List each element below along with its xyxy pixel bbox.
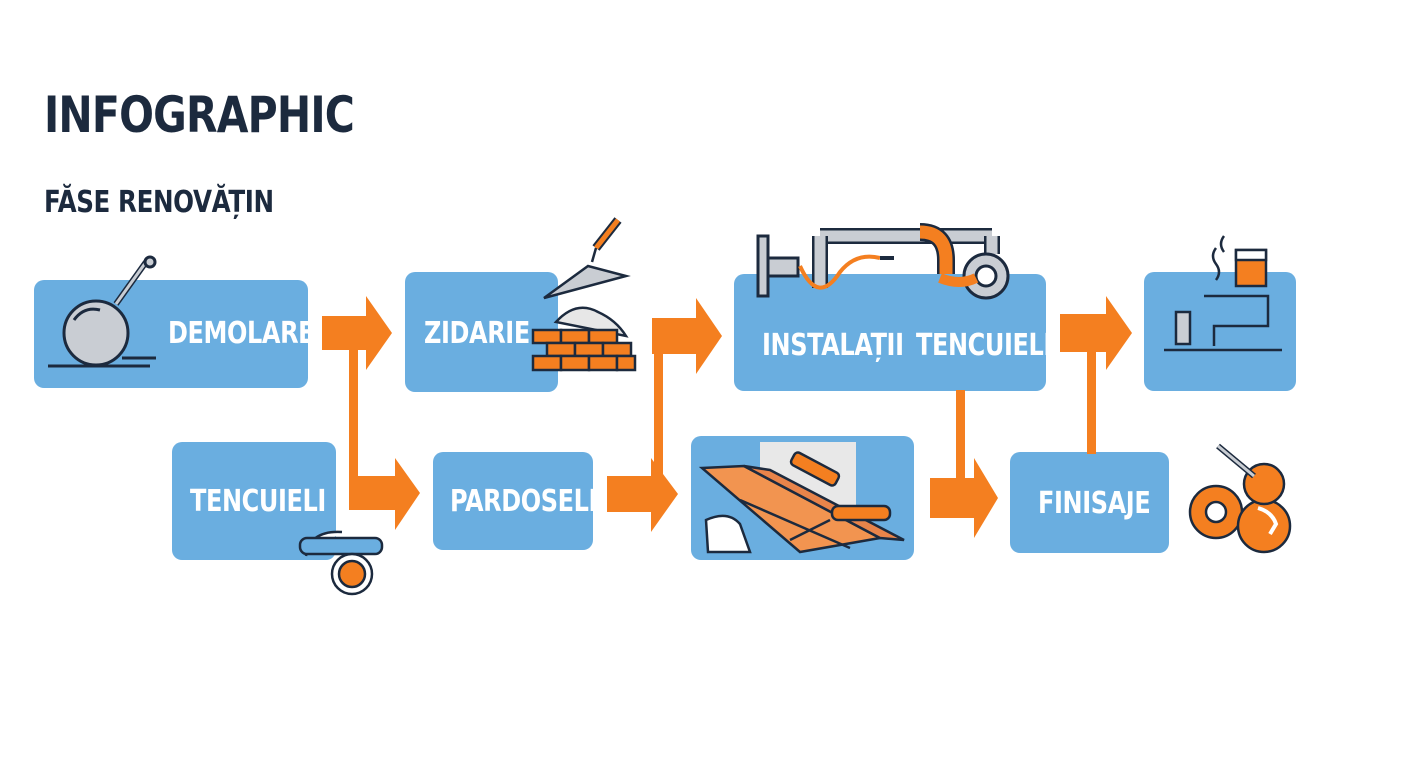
- stage-label-zidarie: ZIDARIE: [424, 316, 530, 351]
- page-subtitle: FĂSE RENOVĂȚIN: [44, 185, 274, 220]
- paint-and-cabinet-icon: [1164, 235, 1282, 352]
- stage-box-finisaje: [1010, 452, 1169, 553]
- stage-box-finishing-top: [1144, 272, 1296, 391]
- pipes-icon: [756, 223, 1010, 300]
- arrow-instalatii-to-finisaje: [930, 390, 998, 538]
- wrecking-ball-icon: [48, 255, 157, 368]
- wood-flooring-icon: [698, 442, 905, 554]
- stage-box-pardoseli: [433, 452, 593, 550]
- stage-label-tencuieli-top: TENCUIELI: [916, 328, 1052, 363]
- arrow-branch-to-pardoseli: [349, 458, 420, 530]
- stage-label-finisaje: FINISAJE: [1038, 486, 1151, 521]
- page-title: INFOGRAPHIC: [44, 86, 355, 144]
- stage-label-tencuieli-bottom: TENCUIELI: [190, 484, 326, 519]
- arrow-instalatii-to-finishing: [1060, 296, 1132, 454]
- arrow-up-to-instalatii: [652, 298, 722, 476]
- stage-label-demolare: DEMOLARE: [168, 316, 315, 351]
- stage-label-instalatii: INSTALAȚII: [762, 328, 904, 363]
- paint-rollers-icon: [1188, 443, 1292, 554]
- arrow-demolare-to-zidarie: [322, 296, 392, 480]
- stage-label-pardoseli: PARDOSELI: [450, 484, 598, 519]
- plaster-tool-icon: [298, 530, 384, 596]
- arrow-pardoseli-to-flooring: [607, 458, 678, 532]
- trowel-and-bricks-icon: [531, 217, 637, 372]
